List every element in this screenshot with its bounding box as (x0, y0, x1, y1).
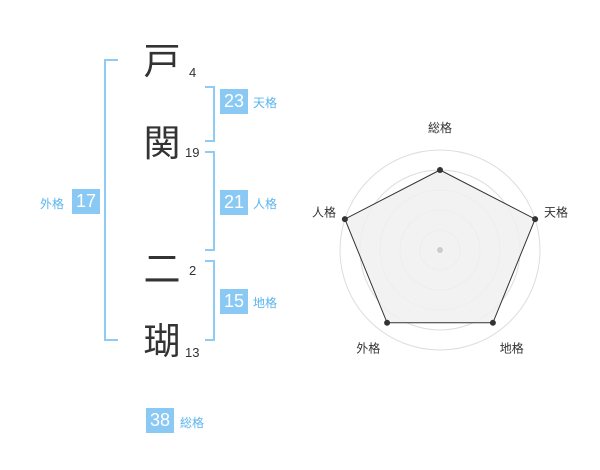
radar-axis-label-3: 地格 (500, 341, 524, 356)
radar-series (344, 169, 536, 324)
radar-point-5 (341, 216, 348, 223)
tenkaku-bracket (205, 86, 215, 142)
soukaku-label: 総格 (180, 416, 205, 430)
radar-point-1 (437, 167, 443, 173)
tenkaku-score: 23 (220, 89, 248, 114)
chikaku-label: 地格 (253, 296, 278, 310)
chikaku-score: 15 (220, 289, 248, 314)
gaikaku-label: 外格 (40, 197, 65, 211)
radar-axis-label-1: 総格 (428, 120, 452, 135)
radar-point-2 (532, 216, 539, 223)
radar-point-4 (384, 319, 391, 326)
radar-axis-label-4: 外格 (356, 341, 380, 356)
radar-axis-label-5: 人格 (312, 204, 336, 219)
radar-points (341, 167, 539, 326)
radar-center-dot (437, 247, 443, 253)
gaikaku-bracket (104, 59, 118, 341)
jinkaku-bracket (205, 151, 215, 251)
stroke-count-4: 13 (185, 345, 200, 360)
name-char-4: 瑚 (143, 320, 181, 363)
radar-point-3 (489, 319, 496, 326)
stroke-count-3: 2 (189, 263, 197, 278)
name-char-2: 関 (143, 122, 181, 165)
name-char-1: 戸 (143, 40, 181, 83)
jinkaku-score: 21 (220, 190, 248, 215)
stroke-count-2: 19 (185, 145, 200, 160)
radar-axis-label-2: 天格 (544, 204, 568, 219)
chikaku-bracket (205, 260, 215, 341)
jinkaku-label: 人格 (253, 197, 278, 211)
name-char-3: 二 (143, 248, 181, 291)
tenkaku-label: 天格 (253, 96, 278, 110)
soukaku-score: 38 (146, 408, 174, 433)
gaikaku-score: 17 (72, 189, 100, 214)
stroke-count-1: 4 (189, 65, 197, 80)
